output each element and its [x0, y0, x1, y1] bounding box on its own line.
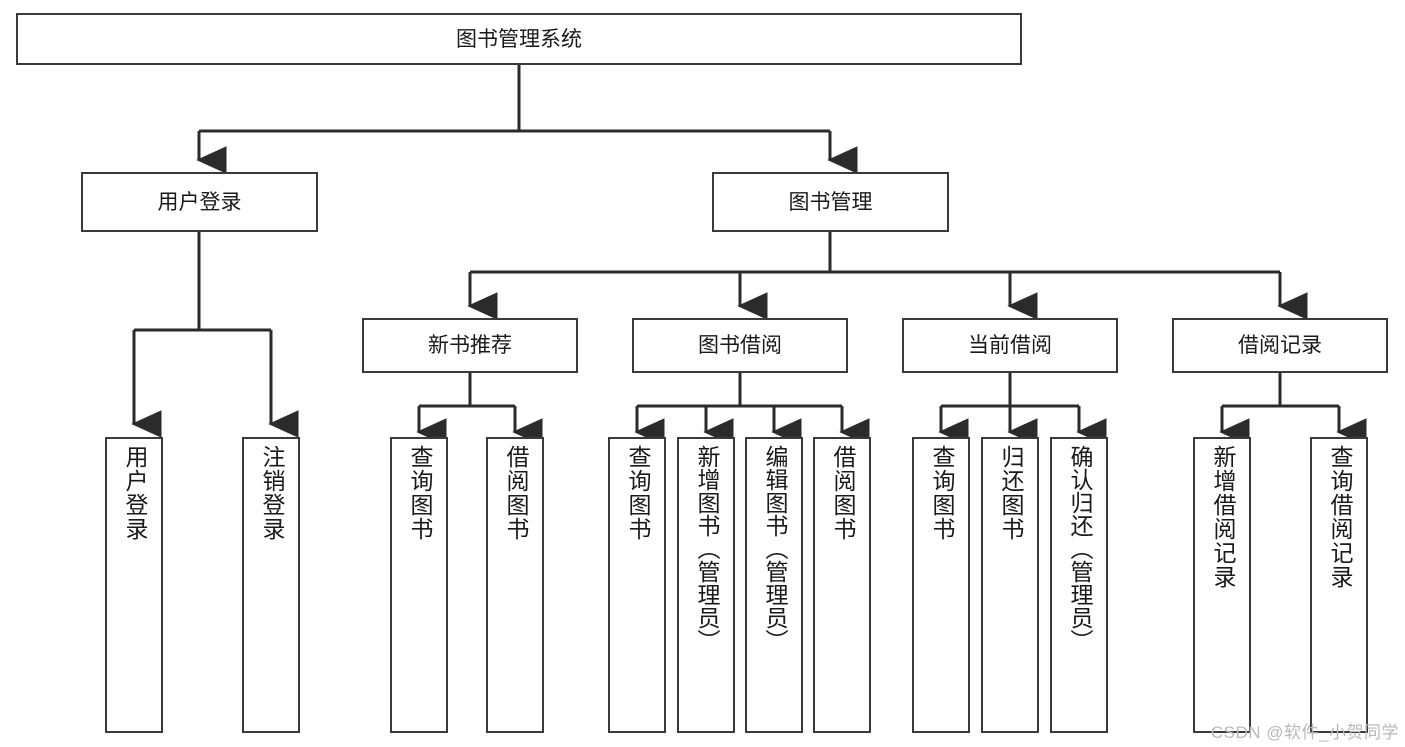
- leaf-new-book-query-book[interactable]: 查询图书: [390, 437, 448, 733]
- node-label: 用户登录: [121, 445, 148, 541]
- node-label: 查询图书: [406, 445, 433, 541]
- leaf-book-borrow-query-book[interactable]: 查询图书: [608, 437, 666, 733]
- leaf-new-book-borrow-book[interactable]: 借阅图书: [486, 437, 544, 733]
- leaf-user-login-signin[interactable]: 用户登录: [105, 437, 163, 733]
- csdn-watermark: CSDN @软件_小贺同学: [1210, 723, 1399, 742]
- leaf-borrow-record-query-record[interactable]: 查询借阅记录: [1310, 437, 1368, 733]
- node-label: 新增图书（管理员）: [693, 445, 720, 652]
- node-label: 图书管理: [788, 190, 873, 214]
- node-label: 确认归还（管理员）: [1066, 445, 1093, 652]
- leaf-user-login-signout[interactable]: 注销登录: [242, 437, 300, 733]
- leaf-current-borrow-query-book[interactable]: 查询图书: [912, 437, 970, 733]
- node-label: 新增借阅记录: [1209, 445, 1236, 589]
- node-book-borrow[interactable]: 图书借阅: [632, 318, 848, 373]
- leaf-book-borrow-borrow-book[interactable]: 借阅图书: [813, 437, 871, 733]
- node-new-book-recommend[interactable]: 新书推荐: [362, 318, 578, 373]
- node-book-management[interactable]: 图书管理: [712, 172, 949, 232]
- node-user-login[interactable]: 用户登录: [81, 172, 318, 232]
- node-borrow-record[interactable]: 借阅记录: [1172, 318, 1388, 373]
- leaf-current-borrow-return-book[interactable]: 归还图书: [981, 437, 1039, 733]
- node-label: 当前借阅: [968, 334, 1052, 357]
- node-label: 借阅记录: [1238, 334, 1322, 357]
- node-label: 查询借阅记录: [1326, 445, 1353, 589]
- node-label: 借阅图书: [502, 445, 529, 541]
- node-label: 图书借阅: [698, 334, 782, 357]
- node-label: 查询图书: [928, 445, 955, 541]
- node-label: 图书管理系统: [456, 27, 582, 51]
- leaf-book-borrow-edit-book-admin[interactable]: 编辑图书（管理员）: [745, 437, 803, 733]
- node-label: 查询图书: [624, 445, 651, 541]
- node-root-book-management-system[interactable]: 图书管理系统: [16, 13, 1022, 65]
- leaf-borrow-record-add-record[interactable]: 新增借阅记录: [1193, 437, 1251, 733]
- leaf-book-borrow-add-book-admin[interactable]: 新增图书（管理员）: [677, 437, 735, 733]
- node-label: 编辑图书（管理员）: [761, 445, 788, 652]
- node-label: 用户登录: [157, 190, 242, 214]
- node-label: 注销登录: [258, 445, 285, 541]
- node-label: 归还图书: [997, 445, 1024, 541]
- node-current-borrow[interactable]: 当前借阅: [902, 318, 1118, 373]
- leaf-current-borrow-confirm-return-admin[interactable]: 确认归还（管理员）: [1050, 437, 1108, 733]
- node-label: 借阅图书: [829, 445, 856, 541]
- node-label: 新书推荐: [428, 334, 512, 357]
